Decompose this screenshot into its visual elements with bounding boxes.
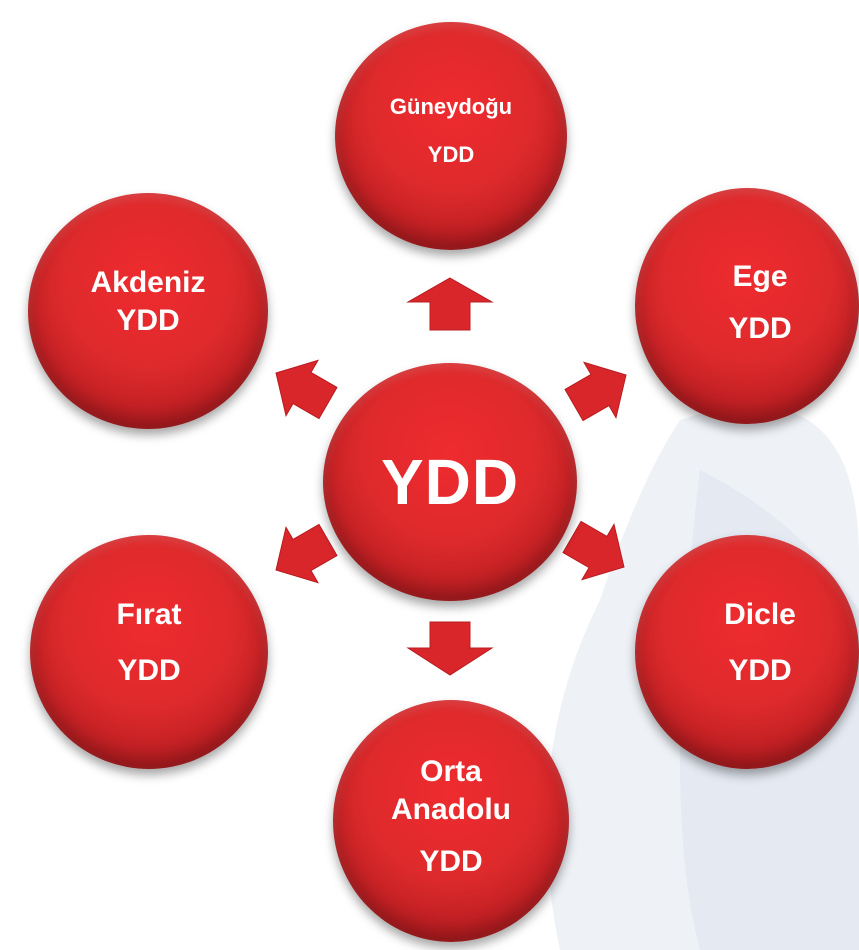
node-firat-name: Fırat	[116, 598, 182, 631]
node-dicle: Dicle YDD	[635, 535, 859, 769]
node-guneydogu-suffix: YDD	[427, 142, 475, 167]
node-firat: Fırat YDD	[30, 535, 268, 769]
node-orta-anadolu: Orta Anadolu YDD	[333, 700, 569, 942]
arrow-up	[406, 277, 494, 331]
node-ege-name: Ege	[732, 260, 788, 293]
node-orta-anadolu-name-line2: Anadolu	[391, 793, 511, 826]
node-orta-anadolu-suffix: YDD	[419, 845, 483, 878]
center-label: YDD	[380, 446, 520, 518]
arrow-lower-left	[275, 523, 338, 584]
center-node: YDD	[323, 363, 577, 601]
node-dicle-suffix: YDD	[728, 654, 792, 687]
node-orta-anadolu-name-line1: Orta	[420, 755, 482, 788]
node-guneydogu-name: Güneydoğu	[389, 94, 513, 119]
node-akdeniz-suffix: YDD	[116, 304, 180, 337]
node-ege-suffix: YDD	[728, 312, 792, 345]
node-guneydogu: Güneydoğu YDD	[335, 22, 567, 250]
arrow-upper-left	[275, 359, 338, 420]
node-akdeniz-name: Akdeniz	[90, 266, 206, 299]
node-dicle-name: Dicle	[724, 598, 796, 631]
arrow-upper-right	[564, 361, 627, 422]
arrow-down	[406, 621, 494, 676]
node-ege: Ege YDD	[635, 188, 859, 424]
node-firat-suffix: YDD	[117, 654, 181, 687]
arrow-lower-right	[562, 520, 625, 581]
node-akdeniz: Akdeniz YDD	[28, 193, 268, 429]
